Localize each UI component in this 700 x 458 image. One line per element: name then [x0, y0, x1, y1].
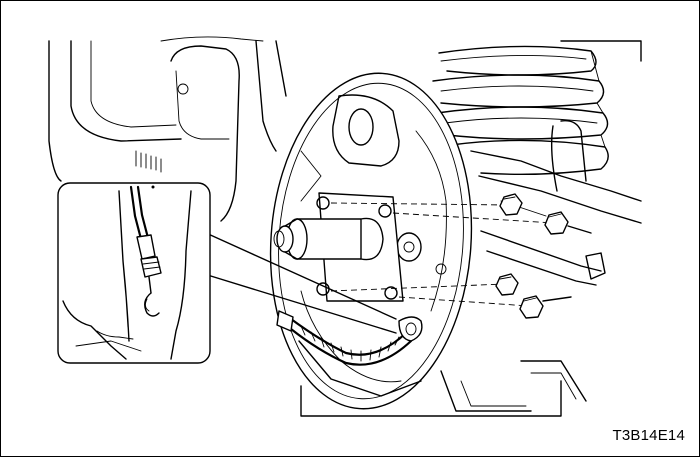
body-panel — [48, 36, 287, 222]
lower-body — [300, 360, 587, 417]
brake-line-clip-detail — [57, 182, 211, 364]
figure-code-label: T3B14E14 — [612, 427, 685, 444]
brake-hose — [276, 310, 423, 366]
stud-alignment-lines — [330, 202, 554, 307]
mounting-nut — [495, 193, 592, 319]
axle-spindle — [273, 192, 404, 302]
coil-spring — [432, 40, 642, 176]
callout-leader — [200, 232, 397, 334]
suspension-arm — [470, 120, 642, 286]
